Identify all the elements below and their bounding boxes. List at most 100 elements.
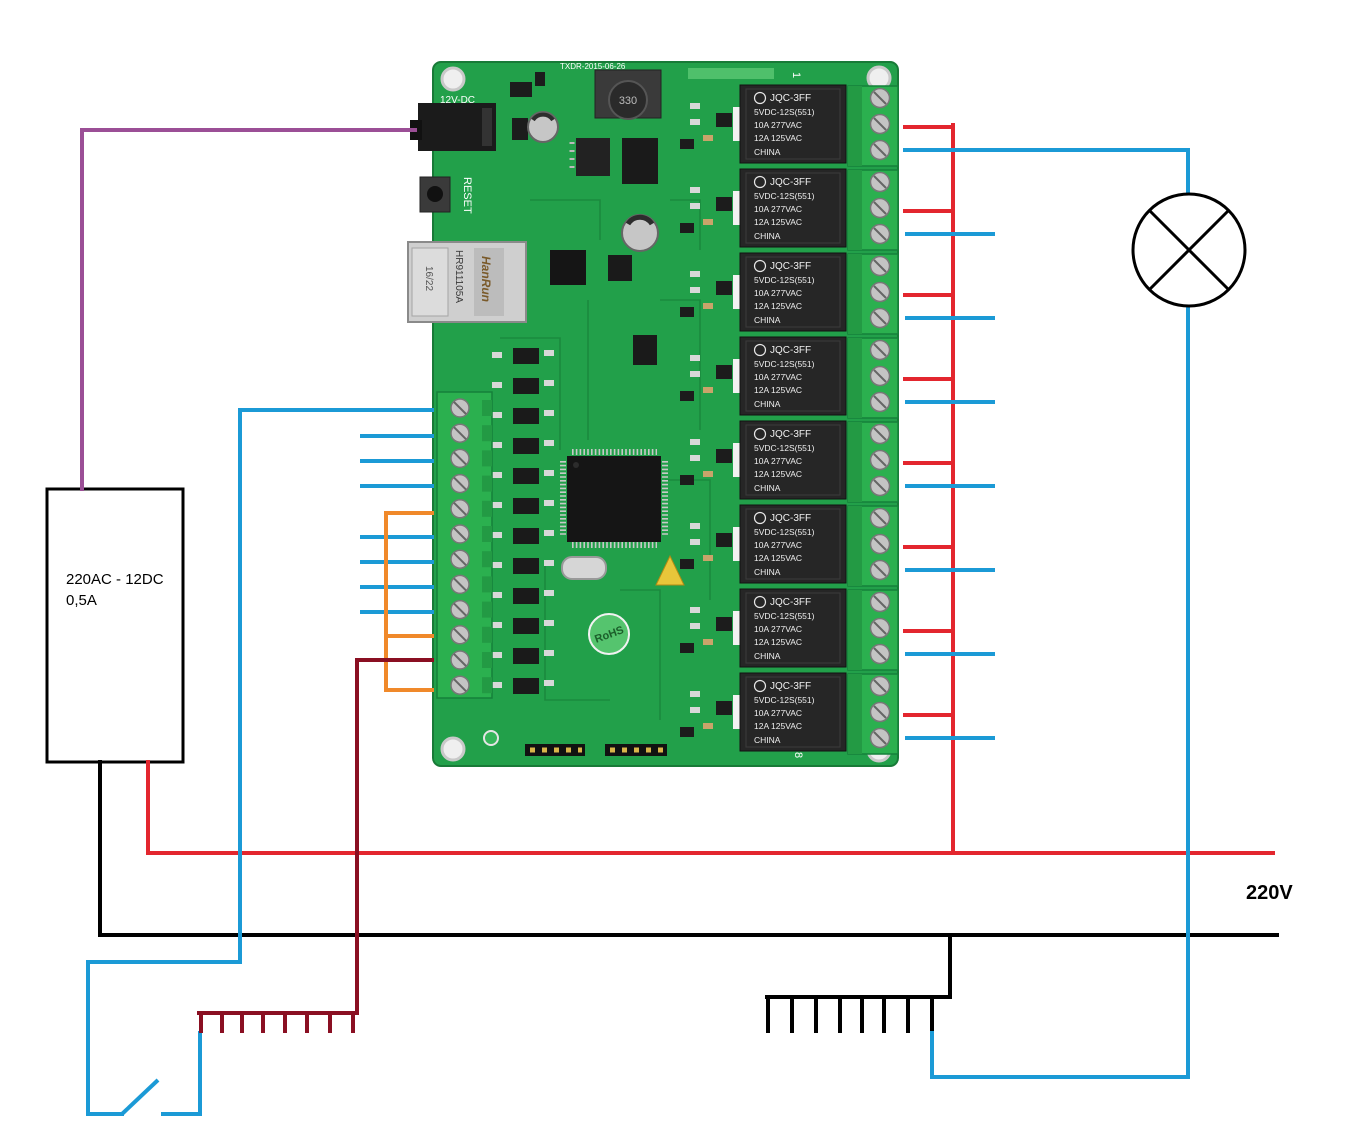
input-common-wire — [197, 658, 434, 1015]
relay-body — [739, 84, 847, 164]
relay-label-line: 12A 125VAC — [754, 721, 802, 731]
screw-slot — [873, 511, 887, 525]
screw-slot — [873, 395, 887, 409]
smd-resistor — [492, 592, 502, 598]
relay-label-line: JQC-3FF — [770, 261, 811, 272]
smd-resistor — [544, 470, 554, 476]
terminal-side — [848, 86, 862, 166]
smd-resistor — [492, 472, 502, 478]
rohs-badge — [588, 613, 630, 655]
optocoupler — [513, 618, 539, 634]
terminal-tooth — [482, 677, 492, 694]
smd-resistor — [492, 352, 502, 358]
screw-slot — [453, 401, 467, 415]
screw-slot — [873, 621, 887, 635]
screw-slot — [453, 502, 467, 516]
relay-label-line: 10A 277VAC — [754, 624, 802, 634]
smd-resistor — [492, 532, 502, 538]
ethernet-jack-label-area — [474, 248, 504, 316]
input-terminal-block — [436, 391, 493, 699]
lamp-icon — [1131, 192, 1247, 308]
screw-slot — [453, 426, 467, 440]
smd-capacitor — [703, 387, 713, 393]
screw-slot — [453, 628, 467, 642]
smd-resistor — [492, 442, 502, 448]
relay-terminal-block — [847, 253, 899, 335]
mcu-chip — [560, 449, 668, 548]
mcu-body — [567, 456, 661, 542]
power-supply: 220AC - 12DC 0,5A — [45, 487, 185, 764]
relay-label-line: JQC-3FF — [770, 345, 811, 356]
pcb-trace — [620, 589, 661, 720]
relay-label-line: 12A 125VAC — [754, 469, 802, 479]
relay-bank: JQC-3FF 5VDC-12S(551) 10A 277VAC 12A 125VAC… — [680, 84, 899, 755]
terminal-tooth — [482, 626, 492, 643]
relay-label-line: CHINA — [754, 231, 781, 241]
relay-body — [739, 252, 847, 332]
relay-label-line: 5VDC-12S(551) — [754, 527, 815, 537]
mains-voltage-label: 220V — [1246, 882, 1293, 904]
switch-lever — [120, 1078, 160, 1116]
relay-terminal-block — [847, 589, 899, 671]
flyback-diode — [680, 643, 694, 653]
screw-slot — [873, 479, 887, 493]
smd-resistor — [690, 607, 700, 613]
smd-resistor — [690, 355, 700, 361]
relay-label-line: 10A 277VAC — [754, 540, 802, 550]
terminal-side — [848, 338, 862, 418]
board-revision: TXDR-2015-06-26 — [560, 62, 626, 71]
lamp-return-wire — [930, 304, 1190, 1079]
ethernet-brand: HanRun — [479, 256, 493, 302]
relay-label-line: 5VDC-12S(551) — [754, 695, 815, 705]
relay-label-line: 5VDC-12S(551) — [754, 275, 815, 285]
optocoupler-column — [492, 348, 554, 694]
flyback-diode — [680, 559, 694, 569]
relay-label-line: 12A 125VAC — [754, 637, 802, 647]
smd-resistor — [690, 203, 700, 209]
optocoupler — [513, 348, 539, 364]
smd-resistor — [690, 103, 700, 109]
screw-slot — [873, 731, 887, 745]
smd-resistor — [690, 439, 700, 445]
terminal-tooth — [482, 400, 492, 416]
relay-clip — [733, 275, 742, 309]
flyback-diode — [680, 391, 694, 401]
flyback-diode — [680, 475, 694, 485]
screw-slot — [873, 537, 887, 551]
diode — [510, 82, 532, 97]
terminal-side — [848, 422, 862, 502]
power-supply-current: 0,5A — [66, 592, 97, 609]
small-chip — [633, 335, 657, 365]
optocoupler — [513, 648, 539, 664]
relay-label-line: 5VDC-12S(551) — [754, 107, 815, 117]
relay-frame — [745, 256, 841, 328]
smd-resistor — [492, 652, 502, 658]
terminal-tooth — [482, 500, 492, 517]
relay-label-line: 5VDC-12S(551) — [754, 611, 815, 621]
neutral-wire-main — [98, 760, 1279, 937]
input-common-bus-teeth — [199, 1013, 355, 1033]
relay-frame — [745, 172, 841, 244]
capacitor-can — [621, 214, 659, 252]
screw-slot — [873, 91, 887, 105]
inductor-value: 330 — [619, 95, 637, 107]
flyback-diode — [680, 139, 694, 149]
terminal-tooth — [482, 601, 492, 618]
relay-frame — [745, 88, 841, 160]
screw-slot — [873, 343, 887, 357]
smd-resistor — [690, 707, 700, 713]
relay-clip — [733, 695, 742, 729]
relay-label-line: CHINA — [754, 567, 781, 577]
reset-button-cap — [427, 186, 443, 202]
smd-resistor — [492, 412, 502, 418]
relay-driver-transistor — [716, 533, 732, 547]
relay-label-line: 12A 125VAC — [754, 385, 802, 395]
reset-label: RESET — [461, 177, 473, 214]
relay-label-line: CHINA — [754, 651, 781, 661]
relay-label-line: 10A 277VAC — [754, 288, 802, 298]
optocoupler — [513, 588, 539, 604]
